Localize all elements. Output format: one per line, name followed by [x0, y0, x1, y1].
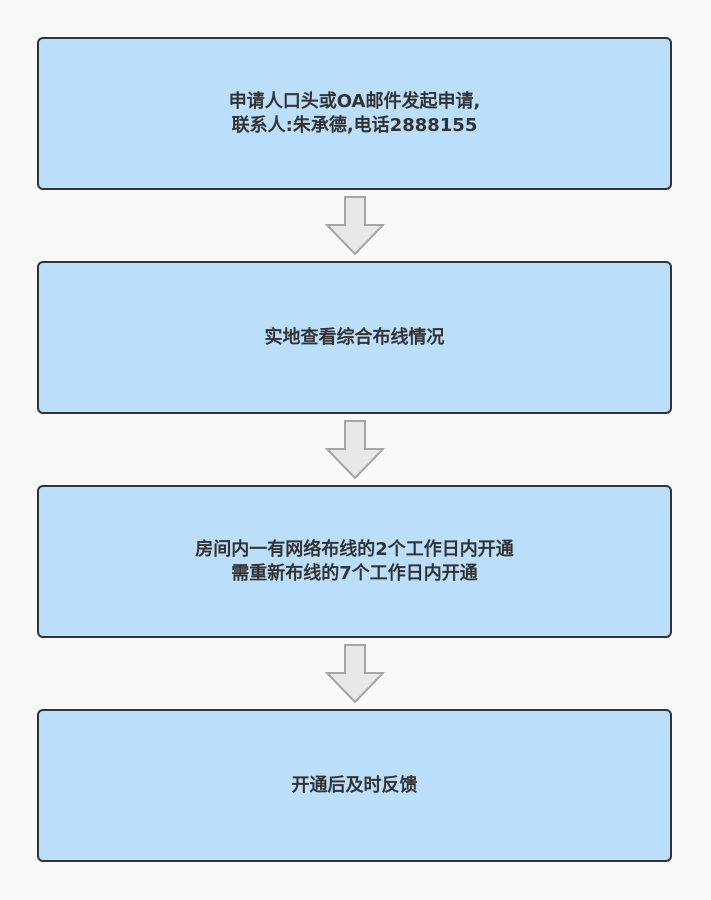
- step-1-line-2: 联系人:朱承德,电话2888155: [231, 114, 478, 136]
- down-arrow-icon: [325, 196, 385, 256]
- step-box-1: 申请人口头或OA邮件发起申请, 联系人:朱承德,电话2888155: [37, 37, 672, 190]
- down-arrow-icon: [325, 420, 385, 480]
- step-2-line-1: 实地查看综合布线情况: [264, 326, 445, 348]
- step-4-line-1: 开通后及时反馈: [291, 774, 418, 796]
- step-box-3: 房间内一有网络布线的2个工作日内开通 需重新布线的7个工作日内开通: [37, 485, 672, 638]
- step-1-line-1: 申请人口头或OA邮件发起申请,: [228, 90, 481, 112]
- down-arrow-icon: [325, 644, 385, 704]
- step-3-line-1: 房间内一有网络布线的2个工作日内开通: [195, 538, 514, 560]
- step-box-4: 开通后及时反馈: [37, 709, 672, 862]
- step-3-line-2: 需重新布线的7个工作日内开通: [231, 562, 478, 584]
- step-box-2: 实地查看综合布线情况: [37, 261, 672, 414]
